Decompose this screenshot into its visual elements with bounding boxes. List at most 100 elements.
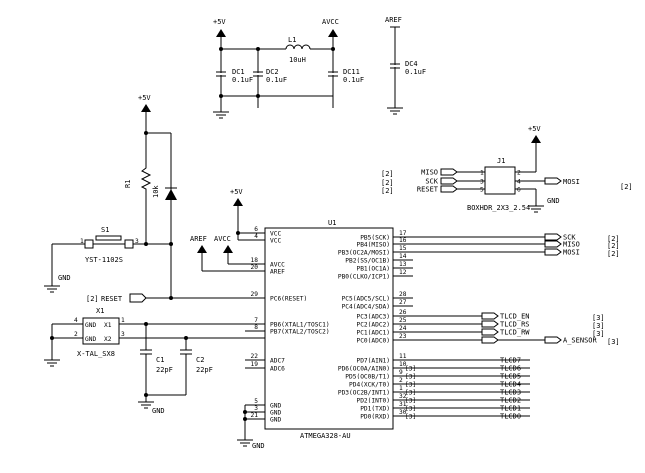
vcc-arrow-top xyxy=(216,29,226,37)
mcu-right-pin-num: 14 xyxy=(399,253,407,260)
mcu-right-pin-num: 27 xyxy=(399,299,407,306)
header-pin-num: 3 xyxy=(480,179,484,186)
lcd-data-net-label: TLCD0 xyxy=(500,413,521,421)
header-offpage-connector xyxy=(440,168,458,176)
lcd-data-net-label: TLCD6 xyxy=(500,365,521,373)
x1-pin-num-3: 3 xyxy=(121,331,125,338)
u1-part: ATMEGA328-AU xyxy=(300,432,351,440)
lcd-data-net-label: TLCD3 xyxy=(500,389,521,397)
crystal-circuit: X1 GND X1 GND X2 4 1 2 3 X-TAL_SX8 C1 22… xyxy=(44,307,265,415)
mosi-sheet-header: [2] xyxy=(620,183,633,191)
reset-circuit: +5V R1 10k S1 1 3 YST-1102S GND [2] RESE… xyxy=(44,94,265,303)
mcu-right-pin-num: 16 xyxy=(399,237,407,244)
spi-net-label: MOSI xyxy=(563,249,580,257)
mcu-left-pin-name: VCC xyxy=(270,231,281,238)
mcu-left-pin-name: GND xyxy=(270,403,281,410)
x1-pin-num-1: 1 xyxy=(121,317,125,324)
x1-pin-num-4: 4 xyxy=(74,317,78,324)
mcu-left-pin-num: 19 xyxy=(251,361,259,368)
header-signal-name: MISO xyxy=(421,169,438,177)
mcu-left-pin-name: AVCC xyxy=(270,262,285,269)
aref-arrow-mcu xyxy=(197,245,207,253)
mosi-label-header: MOSI xyxy=(563,178,580,186)
mcu-left-pin-name: PB7(XTAL2/TOSC2) xyxy=(270,329,330,336)
gnd-label-crystal: GND xyxy=(152,407,165,415)
mcu-right-pin-num: 28 xyxy=(399,291,407,298)
header-right-pin-num: 2 xyxy=(517,170,521,177)
lcd-offpage-connector xyxy=(481,328,499,336)
c1-ref: C1 xyxy=(156,356,164,364)
mcu-right-pin-num: 32 xyxy=(399,393,407,400)
mcu-left-pin-num: 6 xyxy=(254,226,258,233)
reset-net-label: RESET xyxy=(101,295,123,303)
lcd-data-net-sheet: [3] xyxy=(405,374,416,381)
mcu-left-pin-num: 8 xyxy=(254,324,258,331)
dc2-ref: DC2 xyxy=(266,68,279,76)
header-j1 xyxy=(484,166,516,195)
vcc-label-top: +5V xyxy=(213,18,226,26)
c1-value: 22pF xyxy=(156,366,173,374)
gnd-label-header: GND xyxy=(547,197,560,205)
mcu-left-pin-num: 22 xyxy=(251,353,259,360)
lcd-data-net-sheet: [3] xyxy=(405,398,416,405)
vcc-label-reset: +5V xyxy=(138,94,151,102)
mcu-right-pin-num: 11 xyxy=(399,353,407,360)
mcu-right-pin-name: PB5(SCK) xyxy=(360,235,390,242)
mcu-right-pin-num: 26 xyxy=(399,309,407,316)
mcu-right-pin-name: PD5(OC0B/T1) xyxy=(345,374,390,381)
aref-label-top: AREF xyxy=(385,16,402,24)
spi-connectors xyxy=(413,233,562,256)
mcu-left-pin-name: VCC xyxy=(270,238,281,245)
lcd-net-sheet: [3] xyxy=(592,330,605,338)
mcu-left-pin-name: AREF xyxy=(270,269,285,276)
mcu-right-pin-num: 30 xyxy=(399,409,407,416)
mcu-right-pin-name: PD6(OC0A/AIN0) xyxy=(338,366,390,373)
dc11-ref: DC11 xyxy=(343,68,360,76)
mcu-left-pin-num: 20 xyxy=(251,264,259,271)
avcc-arrow-top xyxy=(328,29,338,37)
inductor-l1 xyxy=(285,44,311,50)
dc4-value: 0.1uF xyxy=(405,68,426,76)
mcu-left-pin-name: ADC6 xyxy=(270,366,285,373)
lcd-net-sheet: [3] xyxy=(592,314,605,322)
dc1-value: 0.1uF xyxy=(232,76,253,84)
mcu-right-pin-num: 2 xyxy=(399,377,403,384)
mcu-right-pin-num: 12 xyxy=(399,269,407,276)
lcd-net-label: TLCD_EN xyxy=(500,313,530,321)
mcu-right-pin-name: PC1(ADC1) xyxy=(356,330,390,337)
u1-ref: U1 xyxy=(328,219,336,227)
gnd-label-mcu: GND xyxy=(252,442,265,450)
vcc-label-header: +5V xyxy=(528,125,541,133)
avcc-arrow-mcu xyxy=(223,245,233,253)
mcu-left-pin-name: GND xyxy=(270,417,281,424)
avcc-label-top: AVCC xyxy=(322,18,339,26)
mcu-left-pins: 6VCC4VCC18AVCC20AREF29PC6(RESET)7PB6(XTA… xyxy=(245,226,330,424)
mcu-right-pin-num: 17 xyxy=(399,230,407,237)
header-signal-sheet: [2] xyxy=(381,179,394,187)
lcd-data-net-sheet: [3] xyxy=(405,366,416,373)
diode-symbol xyxy=(165,189,177,200)
dc4-ref: DC4 xyxy=(405,60,418,68)
spi-net-label: MISO xyxy=(563,241,580,249)
gnd-label-switch: GND xyxy=(58,274,71,282)
lcd-net-label: TLCD_RS xyxy=(500,321,530,329)
dc2-value: 0.1uF xyxy=(266,76,287,84)
lcd-net-sheet: [3] xyxy=(592,322,605,330)
vcc-arrow-mcu xyxy=(233,198,243,206)
x1-part: X-TAL_SX8 xyxy=(77,350,115,358)
lcd-data-net-label: TLCD7 xyxy=(500,357,521,365)
switch-s1 xyxy=(95,235,122,241)
mcu-left-pin-name: PC6(RESET) xyxy=(270,296,307,303)
mcu-right-pin-name: PC0(ADC0) xyxy=(356,338,390,345)
c2-value: 22pF xyxy=(196,366,213,374)
mcu-right-pin-num: 13 xyxy=(399,261,407,268)
mcu-right-pin-name: PD3(OC2B/INT1) xyxy=(338,390,390,397)
lcd-data-net-label: TLCD4 xyxy=(500,381,521,389)
s1-part: YST-1102S xyxy=(85,256,123,264)
mcu-right-pin-num: 23 xyxy=(399,333,407,340)
mcu-right-pin-num: 9 xyxy=(399,369,403,376)
mcu-left-pin-num: 29 xyxy=(251,291,259,298)
lcd-data-net-label: TLCD1 xyxy=(500,405,521,413)
mcu-right-pin-name: PC3(ADC3) xyxy=(356,314,390,321)
